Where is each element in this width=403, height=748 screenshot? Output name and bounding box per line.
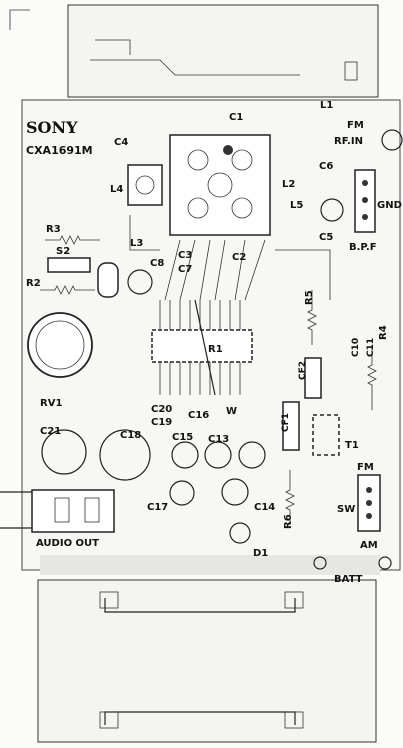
top-tuner-module	[9, 4, 379, 98]
label-l4: L4	[110, 184, 123, 195]
label-batt: BATT	[334, 574, 363, 585]
label-l3: L3	[130, 238, 143, 249]
switch-s2	[47, 257, 91, 273]
label-l2: L2	[282, 179, 295, 190]
coil-l4	[127, 164, 163, 206]
label-r3: R3	[46, 224, 61, 235]
label-c2: C2	[232, 252, 246, 263]
label-c3: C3	[178, 250, 192, 261]
label-t1: T1	[345, 440, 359, 451]
capacitor-c15	[171, 441, 199, 469]
transformer-t1	[312, 414, 340, 456]
label-l1: L1	[320, 100, 333, 111]
batt-plus-terminal	[313, 556, 327, 570]
diode-d1	[229, 522, 251, 544]
capacitor-c21	[41, 429, 87, 475]
capacitor-c8	[127, 269, 153, 295]
label-rv1: RV1	[40, 398, 62, 409]
label-rf-in: RF.IN	[334, 136, 363, 147]
label-c20: C20	[151, 404, 172, 415]
label-cf2: CF2	[298, 361, 308, 380]
chip-label: CXA1691M	[26, 144, 93, 157]
label-fm-top: FM	[347, 120, 364, 131]
label-c13: C13	[208, 434, 229, 445]
label-r2: R2	[26, 278, 41, 289]
resistor-r3	[45, 235, 100, 245]
ic-chip	[151, 299, 253, 396]
transistor	[97, 262, 119, 298]
label-c21: C21	[40, 426, 61, 437]
fan-traces	[129, 215, 331, 301]
label-c5: C5	[319, 232, 333, 243]
label-r5: R5	[304, 290, 315, 305]
capacitor-c5	[320, 198, 344, 222]
volume-rv1	[27, 312, 93, 378]
label-r6: R6	[283, 514, 294, 529]
capacitor-c18	[99, 429, 151, 481]
label-cf1: CF1	[281, 413, 291, 432]
label-c6: C6	[319, 161, 333, 172]
label-s2: S2	[56, 246, 70, 257]
label-c19: C19	[151, 417, 172, 428]
label-sw: SW	[337, 504, 355, 515]
label-l5: L5	[290, 200, 303, 211]
label-r1: R1	[208, 344, 223, 355]
tuning-coil-block	[169, 134, 271, 236]
label-w: W	[226, 406, 237, 417]
label-c18: C18	[120, 430, 141, 441]
filter-cf1	[282, 401, 300, 451]
resistor-r2	[40, 285, 95, 295]
label-c8: C8	[150, 258, 164, 269]
resistor-r6	[285, 470, 295, 525]
label-am: AM	[360, 540, 378, 551]
capacitor-c14	[221, 478, 249, 506]
label-c1: C1	[229, 112, 243, 123]
capacitor-c13	[204, 441, 232, 469]
label-c11: C11	[366, 338, 376, 357]
label-bpf: B.P.F	[349, 242, 377, 253]
capacitor-c12	[238, 441, 266, 469]
bandpass-filter	[354, 169, 376, 233]
brand-label: SONY	[26, 118, 78, 137]
label-c14: C14	[254, 502, 275, 513]
label-c16: C16	[188, 410, 209, 421]
label-d1: D1	[253, 548, 268, 559]
label-gnd: GND	[377, 200, 402, 211]
label-fm-sw: FM	[357, 462, 374, 473]
label-r4: R4	[378, 325, 389, 340]
resistor-r4	[367, 345, 377, 410]
resistor-r5	[307, 290, 317, 345]
capacitor-c17	[169, 480, 195, 506]
label-c7: C7	[178, 264, 192, 275]
label-c17: C17	[147, 502, 168, 513]
label-c10: C10	[351, 338, 361, 357]
label-c15: C15	[172, 432, 193, 443]
battery-holder	[37, 579, 377, 743]
label-c4: C4	[114, 137, 128, 148]
batt-minus-terminal	[378, 556, 392, 570]
filter-cf2	[304, 357, 322, 399]
label-audio-out: AUDIO OUT	[36, 538, 99, 549]
rf-in-jack	[381, 129, 403, 151]
audio-out-jack	[0, 489, 115, 533]
